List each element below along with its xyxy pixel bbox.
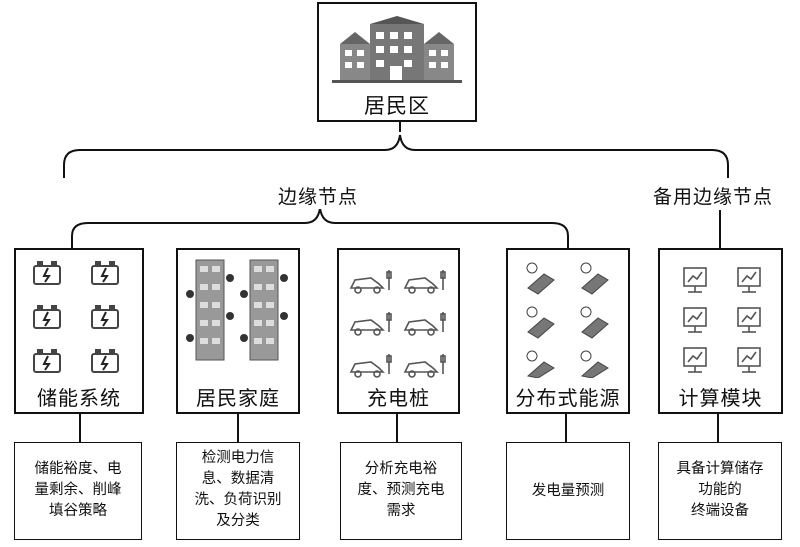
backup-edge-node-heading: 备用边缘节点 — [653, 182, 774, 209]
module-computing-label: 计算模块 — [678, 386, 763, 410]
desc-storage-text: 储能裕度、电 量剩余、削峰 填谷策略 — [34, 461, 122, 519]
module-household: 居民家庭 — [176, 248, 300, 414]
module-computing: 计算模块 — [658, 248, 783, 414]
module-household-label: 居民家庭 — [196, 386, 280, 410]
battery-icon — [33, 261, 119, 373]
charging-car-icon — [349, 270, 446, 378]
module-distributed-energy: 分布式能源 — [506, 248, 630, 414]
desc-household-text: 检测电力信 息、数据清 洗、负荷识别 及分类 — [194, 450, 282, 529]
computing-terminal-icon — [683, 267, 761, 373]
edge-brace — [71, 207, 569, 248]
solar-panel-icon — [526, 262, 609, 378]
desc-charging: 分析充电裕 度、预测充电 需求 — [340, 442, 462, 540]
desc-computing: 具备计算储存 功能的 终端设备 — [658, 442, 782, 540]
module-storage: 储能系统 — [14, 248, 144, 414]
desc-storage: 储能裕度、电 量剩余、削峰 填谷策略 — [14, 442, 142, 540]
desc-computing-text: 具备计算储存 功能的 终端设备 — [676, 461, 764, 519]
root-node: 居民区 — [317, 2, 477, 122]
root-label: 居民区 — [364, 94, 430, 118]
module-storage-label: 储能系统 — [37, 386, 121, 410]
desc-distributed-energy-text: 发电量预测 — [531, 483, 605, 499]
top-brace — [63, 134, 729, 178]
apartment-tower-icon — [186, 259, 288, 361]
desc-distributed-energy: 发电量预测 — [506, 442, 630, 540]
module-distributed-energy-label: 分布式能源 — [515, 386, 621, 410]
module-charging: 充电桩 — [337, 248, 460, 414]
building-icon — [332, 16, 462, 83]
edge-node-heading: 边缘节点 — [278, 182, 359, 209]
desc-charging-text: 分析充电裕 度、预测充电 需求 — [357, 461, 445, 519]
desc-household: 检测电力信 息、数据清 洗、负荷识别 及分类 — [176, 442, 300, 540]
module-charging-label: 充电桩 — [367, 386, 430, 410]
